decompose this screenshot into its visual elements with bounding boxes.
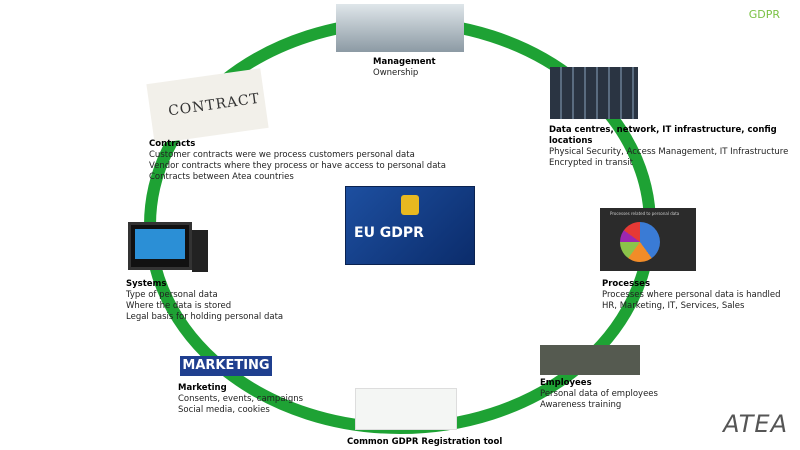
padlock-icon bbox=[401, 195, 419, 215]
computer-monitor-icon bbox=[128, 222, 192, 270]
node-employees: Employees Personal data of employees Awa… bbox=[540, 378, 658, 411]
node-title: Processes bbox=[602, 279, 651, 289]
node-tool: Common GDPR Registration tool bbox=[347, 437, 502, 448]
node-line: Consents, events, campaigns bbox=[178, 394, 304, 404]
marketing-image: MARKETING bbox=[180, 356, 272, 376]
node-contracts: Contracts Customer contracts were we pro… bbox=[149, 139, 446, 183]
processes-chart-image: Processes related to personal data bbox=[600, 208, 696, 271]
node-line: Social media, cookies bbox=[178, 405, 270, 415]
node-line: Where the data is stored bbox=[126, 301, 232, 311]
node-line: Physical Security, Access Management, IT… bbox=[549, 147, 789, 157]
node-line: Ownership bbox=[373, 68, 419, 78]
node-line: Encrypted in transit bbox=[549, 158, 634, 168]
node-processes: Processes Processes where personal data … bbox=[602, 279, 781, 312]
node-line: Customer contracts were we process custo… bbox=[149, 150, 415, 160]
chart-title: Processes related to personal data bbox=[610, 211, 680, 216]
node-datacentres: Data centres, network, IT infrastructure… bbox=[549, 125, 789, 169]
node-line: Personal data of employees bbox=[540, 389, 658, 399]
node-management: Management Ownership bbox=[373, 57, 436, 79]
node-line: Legal basis for holding personal data bbox=[126, 312, 284, 322]
corner-label: GDPR bbox=[748, 8, 780, 21]
node-title: Common GDPR Registration tool bbox=[347, 437, 503, 447]
management-image bbox=[336, 4, 464, 52]
node-title: Marketing bbox=[178, 383, 227, 393]
server-rack-image bbox=[550, 67, 638, 119]
node-title: Management bbox=[373, 57, 436, 67]
node-title: Data centres, network, IT infrastructure… bbox=[549, 125, 777, 146]
center-label: EU GDPR bbox=[354, 225, 424, 241]
node-title: Employees bbox=[540, 378, 592, 388]
node-line: HR, Marketing, IT, Services, Sales bbox=[602, 301, 745, 311]
node-systems: Systems Type of personal data Where the … bbox=[126, 279, 283, 323]
node-line: Awareness training bbox=[540, 400, 622, 410]
node-line: Contracts between Atea countries bbox=[149, 172, 294, 182]
gdpr-tool-image bbox=[355, 388, 457, 430]
pie-chart-icon bbox=[620, 222, 660, 262]
node-line: Processes where personal data is handled bbox=[602, 290, 781, 300]
eu-gdpr-image: EU GDPR bbox=[345, 186, 475, 265]
node-line: Type of personal data bbox=[126, 290, 218, 300]
computer-tower-icon bbox=[192, 230, 208, 272]
node-marketing: Marketing Consents, events, campaigns So… bbox=[178, 383, 303, 416]
node-title: Systems bbox=[126, 279, 167, 289]
node-line: Vendor contracts where they process or h… bbox=[149, 161, 446, 171]
node-title: Contracts bbox=[149, 139, 196, 149]
employees-image bbox=[540, 345, 640, 375]
atea-logo: ATEA bbox=[723, 410, 788, 438]
